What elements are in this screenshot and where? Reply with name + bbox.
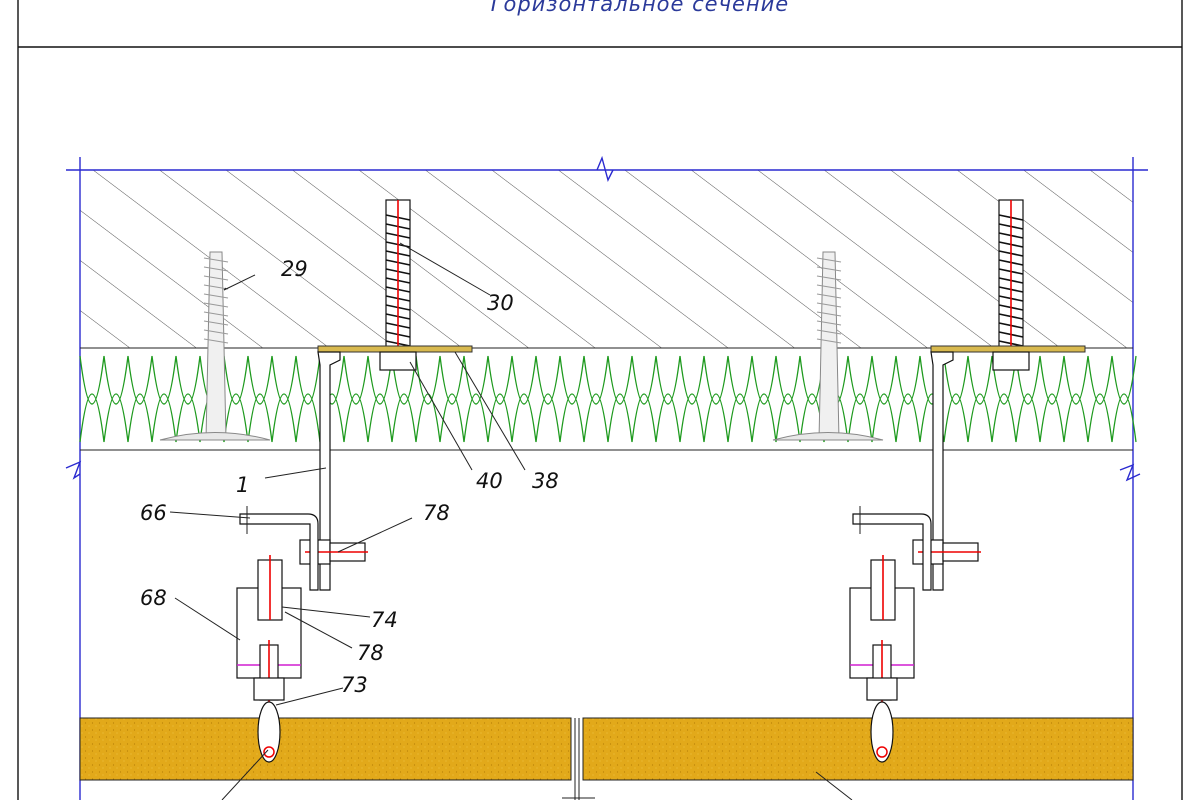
dowel-rib	[816, 320, 842, 326]
dowel-rib	[203, 329, 229, 335]
insulation-dowel-shaft	[205, 251, 227, 441]
dowel-rib	[816, 329, 842, 335]
title-block: Горизонтальное сечение	[17, 0, 1183, 800]
thermal-pad	[317, 345, 473, 353]
callout-30: 30	[487, 291, 514, 315]
facade-panels	[79, 717, 1134, 800]
anchor-nut	[992, 351, 1030, 371]
hook-hole	[876, 746, 888, 758]
dowel-rib	[816, 284, 842, 290]
facade-panel-left	[79, 717, 572, 781]
hook-eye	[257, 701, 281, 763]
dowel-rib	[203, 284, 229, 290]
dowel-rib	[816, 338, 842, 344]
dowel-rib	[203, 338, 229, 344]
concrete-wall	[66, 155, 1148, 800]
callout-40: 40	[476, 469, 503, 493]
bracket-assemblies	[159, 199, 1086, 763]
dowel-rib	[203, 320, 229, 326]
insulation-dowel-head	[159, 432, 271, 441]
callout-1: 1	[236, 473, 249, 497]
callout-74: 74	[371, 608, 398, 632]
callout-38: 38	[532, 469, 559, 493]
callout-73: 73	[341, 673, 368, 697]
anchor-nut	[379, 351, 417, 371]
callout-78-top: 78	[423, 501, 450, 525]
callout-78-bottom: 78	[357, 641, 384, 665]
insulation-dowel-head	[772, 432, 884, 441]
dowel-rib	[203, 257, 229, 263]
break-lines	[65, 460, 1141, 482]
adjustable-arm	[852, 513, 932, 591]
dowel-rib	[203, 311, 229, 317]
thermal-pad	[930, 345, 1086, 353]
pin-nut	[253, 677, 285, 701]
insulation-dowel-shaft	[818, 251, 840, 441]
dowel-rib	[816, 257, 842, 263]
hook-eye	[870, 701, 894, 763]
dowel-rib	[203, 266, 229, 272]
dowel-rib	[203, 302, 229, 308]
dowel-rib	[816, 302, 842, 308]
l-bracket	[317, 351, 341, 591]
facade-panel-right	[582, 717, 1134, 781]
bracket-assembly-right	[772, 199, 1086, 763]
leader-lines	[169, 242, 853, 800]
hook-hole	[263, 746, 275, 758]
callouts: 29 30 40 38 1 66 78 68 74 78 73	[140, 257, 559, 697]
dowel-rib	[203, 293, 229, 299]
callout-29: 29	[281, 257, 308, 281]
callout-66: 66	[140, 501, 167, 525]
drawing-title: Горизонтальное сечение	[491, 0, 789, 16]
bracket-assembly-left	[159, 199, 473, 763]
pin-nut	[866, 677, 898, 701]
l-bracket	[930, 351, 954, 591]
dowel-rib	[816, 311, 842, 317]
dowel-rib	[203, 275, 229, 281]
dowel-rib	[816, 275, 842, 281]
dowel-rib	[816, 293, 842, 299]
callout-68: 68	[140, 586, 167, 610]
adjustable-arm	[239, 513, 319, 591]
dowel-rib	[816, 266, 842, 272]
